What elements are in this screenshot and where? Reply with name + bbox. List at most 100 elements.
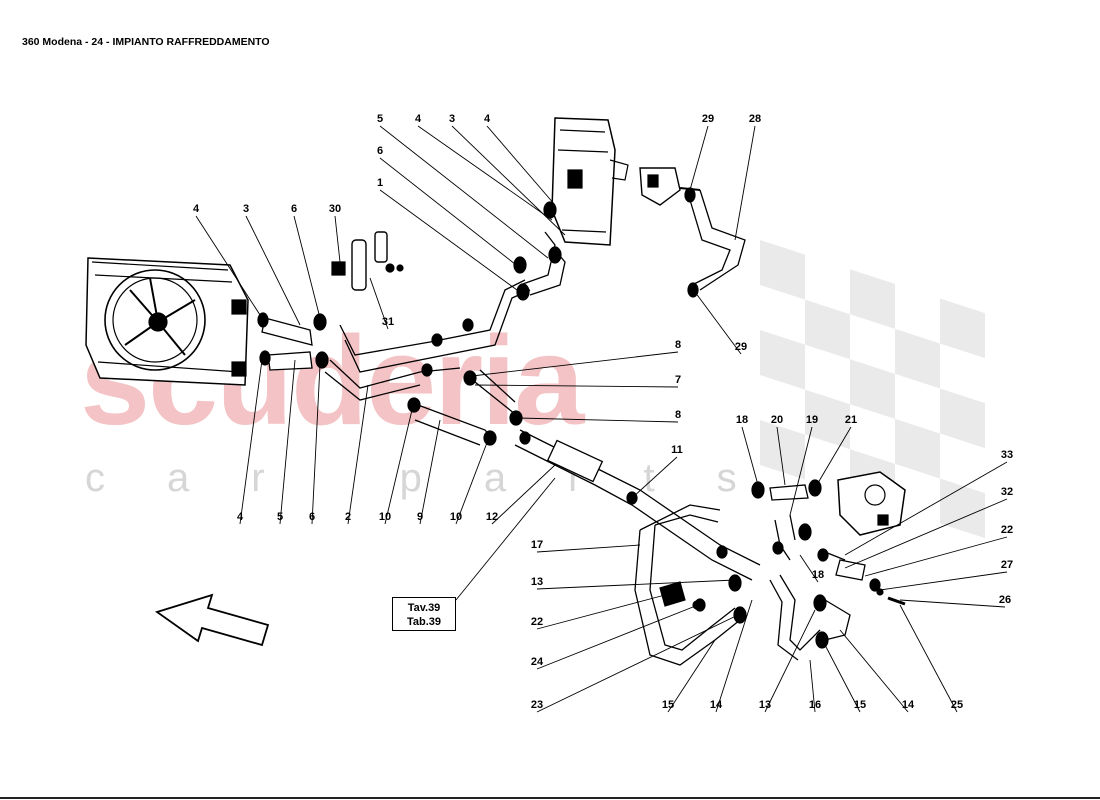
direction-arrow xyxy=(154,593,270,647)
leader-line xyxy=(844,461,1008,556)
part-number-30: 30 xyxy=(329,203,341,215)
leader-line xyxy=(536,604,699,670)
leader-line xyxy=(195,215,263,319)
leader-line xyxy=(899,599,1006,608)
leader-line xyxy=(474,384,679,388)
reference-table-box: Tav.39 Tab.39 xyxy=(392,597,456,631)
part-number-21: 21 xyxy=(845,414,857,426)
part-number-24: 24 xyxy=(531,656,544,668)
leader-line xyxy=(347,384,369,525)
leader-line xyxy=(776,426,786,486)
thermostat-housing xyxy=(837,471,906,536)
part-number-26: 26 xyxy=(999,594,1011,606)
leader-line xyxy=(239,359,263,525)
leader-line xyxy=(419,419,441,525)
leader-line xyxy=(517,417,679,423)
leader-line xyxy=(311,364,321,525)
part-number-6: 6 xyxy=(309,511,315,523)
part-number-4: 4 xyxy=(484,113,491,125)
leader-line xyxy=(694,291,742,355)
part-number-29: 29 xyxy=(702,113,714,125)
leader-line xyxy=(864,536,1008,577)
part-number-4: 4 xyxy=(237,511,244,523)
leader-line xyxy=(379,157,521,269)
valve-top-right xyxy=(639,167,701,206)
part-number-8: 8 xyxy=(675,339,681,351)
part-number-32: 32 xyxy=(1001,486,1013,498)
part-number-28: 28 xyxy=(749,113,761,125)
part-number-4: 4 xyxy=(193,203,200,215)
leader-line xyxy=(839,629,909,713)
leader-line xyxy=(384,409,413,525)
leader-line xyxy=(379,125,549,259)
part-number-18: 18 xyxy=(812,569,824,581)
leader-line xyxy=(491,464,556,525)
bracket-parts xyxy=(331,231,404,291)
leader-line xyxy=(899,604,958,713)
radiator-fan-assembly xyxy=(85,257,249,386)
leader-line xyxy=(536,579,736,590)
part-number-27: 27 xyxy=(1001,559,1013,571)
leader-line xyxy=(536,614,739,713)
part-number-6: 6 xyxy=(291,203,297,215)
part-number-25: 25 xyxy=(951,699,963,711)
leader-line xyxy=(689,125,709,191)
part-number-13: 13 xyxy=(759,699,771,711)
part-number-23: 23 xyxy=(531,699,543,711)
part-number-15: 15 xyxy=(854,699,866,711)
leader-line xyxy=(455,439,489,525)
leader-line xyxy=(369,277,389,330)
part-number-4: 4 xyxy=(415,113,422,125)
part-number-2: 2 xyxy=(345,511,351,523)
leader-line xyxy=(279,359,296,525)
leader-line xyxy=(799,554,819,583)
leader-line xyxy=(417,125,553,221)
leader-line xyxy=(764,609,816,713)
part-number-22: 22 xyxy=(1001,524,1013,536)
part-number-14: 14 xyxy=(902,699,915,711)
part-number-15: 15 xyxy=(662,699,674,711)
part-number-29: 29 xyxy=(735,341,747,353)
leader-line xyxy=(486,125,556,206)
leader-line xyxy=(824,644,861,713)
part-number-3: 3 xyxy=(243,203,249,215)
part-number-19: 19 xyxy=(806,414,818,426)
part-number-8: 8 xyxy=(675,409,681,421)
part-number-14: 14 xyxy=(710,699,723,711)
fitting-22 xyxy=(659,581,906,610)
leader-line xyxy=(879,571,1008,591)
leader-line xyxy=(809,659,816,713)
leader-line xyxy=(844,498,1008,569)
part-number-20: 20 xyxy=(771,414,783,426)
leader-line xyxy=(536,594,666,630)
part-number-9: 9 xyxy=(417,511,423,523)
leader-line xyxy=(741,426,759,486)
leader-line xyxy=(814,426,852,489)
engine-block xyxy=(551,117,629,246)
watermark-sub: car parts xyxy=(85,456,799,500)
hoses xyxy=(261,189,866,666)
part-number-17: 17 xyxy=(531,539,543,551)
leader-line xyxy=(334,215,341,263)
part-number-10: 10 xyxy=(379,511,391,523)
part-number-31: 31 xyxy=(382,316,394,328)
leader-line xyxy=(451,125,566,236)
leader-line xyxy=(734,125,756,241)
leader-line xyxy=(631,456,678,499)
reference-line-2: Tab.39 xyxy=(406,616,442,628)
leader-line xyxy=(471,351,679,377)
part-number-5: 5 xyxy=(377,113,383,125)
part-number-6: 6 xyxy=(377,145,383,157)
part-number-13: 13 xyxy=(531,576,543,588)
part-number-1: 1 xyxy=(377,177,383,189)
part-number-10: 10 xyxy=(450,511,462,523)
part-number-12: 12 xyxy=(486,511,498,523)
bottom-rule xyxy=(0,797,1100,799)
part-number-16: 16 xyxy=(809,699,821,711)
part-number-3: 3 xyxy=(449,113,455,125)
part-number-5: 5 xyxy=(277,511,283,523)
